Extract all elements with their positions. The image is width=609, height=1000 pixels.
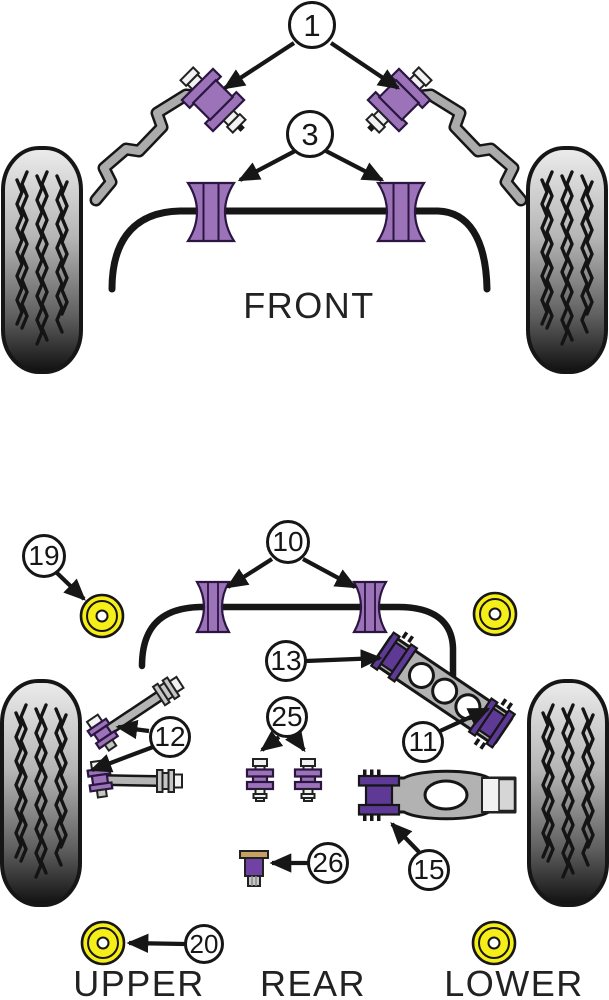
arrow-11 [439,707,491,733]
arrow-12-lower [89,745,154,773]
front-drop-link-left [89,88,223,207]
arrow-15 [390,822,421,854]
arrow-10-left [225,557,274,589]
rear-tie-bar [369,631,517,750]
rear-right-tyre [527,679,609,907]
arrow-20 [126,933,186,954]
front-label: FRONT [243,285,375,326]
callout-25: 25 [266,696,308,738]
yellow-bushing-bottom-left [80,920,126,966]
callout-11: 11 [402,721,444,763]
arrow-25-right [285,728,306,753]
upper-link-arm-front [82,672,187,756]
arrow-19 [55,571,86,601]
callout-3: 3 [286,110,334,158]
yellow-bushing-top-right [472,591,518,637]
callout-12: 12 [149,716,191,758]
front-anti-roll-bar [108,207,491,293]
callout-19: 19 [22,534,66,578]
callout-15: 15 [408,849,450,891]
arrow-12-upper [115,719,150,740]
arrow-10-right [302,557,358,589]
drop-link-bushing-right [352,57,442,147]
front-left-tyre [1,146,83,374]
arrow-1-right [329,41,401,90]
front-right-tyre [526,146,608,374]
rear-label: REAR [259,963,367,1000]
rear-left-tyre [0,679,82,907]
callout-1: 1 [288,1,336,49]
rear-anti-roll-bar [138,603,457,701]
arrow-13 [305,649,383,669]
upper-label: UPPER [73,963,205,1000]
callout-13: 13 [265,640,307,682]
mount-bushing-25-left [245,757,275,803]
yellow-bushing-bottom-right [471,920,517,966]
arrow-3-left [237,149,296,182]
front-drop-link-right [394,88,528,207]
lower-control-arm [357,769,517,821]
upper-link-arm-rear [85,758,183,800]
link-end-bushing-gray [156,769,183,793]
callout-26: 26 [307,842,349,884]
drop-link-bushing-left [170,57,260,147]
lower-arm-bushing-15 [357,769,401,821]
mount-bushing-25-right [293,757,323,803]
yellow-bushing-top-left [79,593,125,639]
arrow-1-left [222,41,296,90]
callout-10: 10 [266,520,310,564]
arrow-3-right [325,149,385,182]
arrow-25-left [259,730,284,752]
callout-arrows [55,41,491,954]
lower-label: LOWER [444,963,584,1000]
bump-stop-26 [239,850,269,887]
callout-20: 20 [184,924,224,964]
